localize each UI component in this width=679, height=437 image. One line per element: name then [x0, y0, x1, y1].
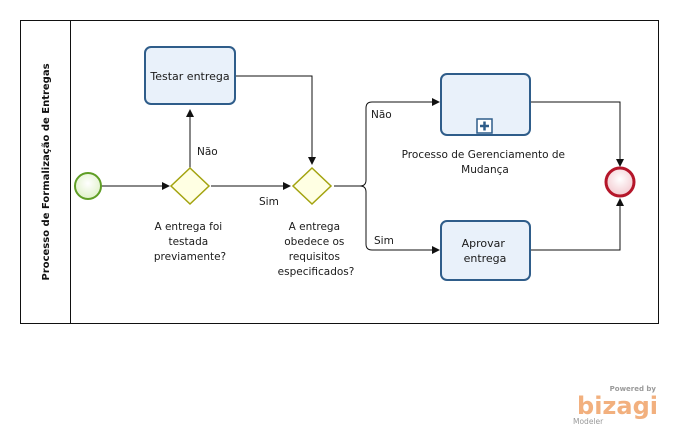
- sequence-flows: [92, 75, 624, 254]
- task-label-aprovar: Aprovar entrega: [462, 237, 509, 265]
- flow-testar-to-g2: [235, 75, 316, 165]
- flow-label-g1-nao: Não: [197, 146, 218, 158]
- watermark-powered-by: Powered by: [610, 385, 657, 393]
- pool-label: Processo de Formalização de Entregas: [41, 63, 52, 280]
- gateway-label-g2: A entrega obedece os requisitos especifi…: [278, 221, 355, 278]
- gateway-label-g1: A entrega foi testada previamente?: [154, 221, 226, 263]
- flow-gerenciamento-to-end: [530, 101, 624, 167]
- subprocess-gerenciamento-mudanca[interactable]: [440, 73, 531, 136]
- subprocess-label: Processo de Gerenciamento de Mudança: [402, 149, 569, 176]
- task-aprovar-entrega[interactable]: Aprovar entrega: [440, 220, 531, 281]
- bizagi-watermark: Powered by bizagi Modeler: [573, 385, 658, 426]
- pool: Processo de Formalização de Entregas: [20, 20, 659, 324]
- task-label-testar: Testar entrega: [149, 70, 229, 83]
- gateway-entrega-testada[interactable]: [169, 166, 211, 206]
- gateway-entrega-requisitos[interactable]: [291, 166, 333, 206]
- flow-aprovar-to-end: [530, 198, 624, 251]
- watermark-logo: bizagi: [577, 392, 658, 420]
- flow-label-g2-sim: Sim: [374, 235, 394, 247]
- flow-g2-to-gerenciamento: [334, 98, 440, 187]
- task-testar-entrega[interactable]: Testar entrega: [144, 46, 236, 105]
- flow-label-g2-nao: Não: [371, 109, 392, 121]
- end-event[interactable]: [604, 166, 636, 198]
- flow-g2-to-aprovar: [334, 185, 440, 254]
- start-event[interactable]: [74, 172, 102, 200]
- subprocess-expand-icon[interactable]: [476, 118, 493, 134]
- watermark-product: Modeler: [573, 417, 604, 426]
- flow-label-g1-sim: Sim: [259, 196, 279, 208]
